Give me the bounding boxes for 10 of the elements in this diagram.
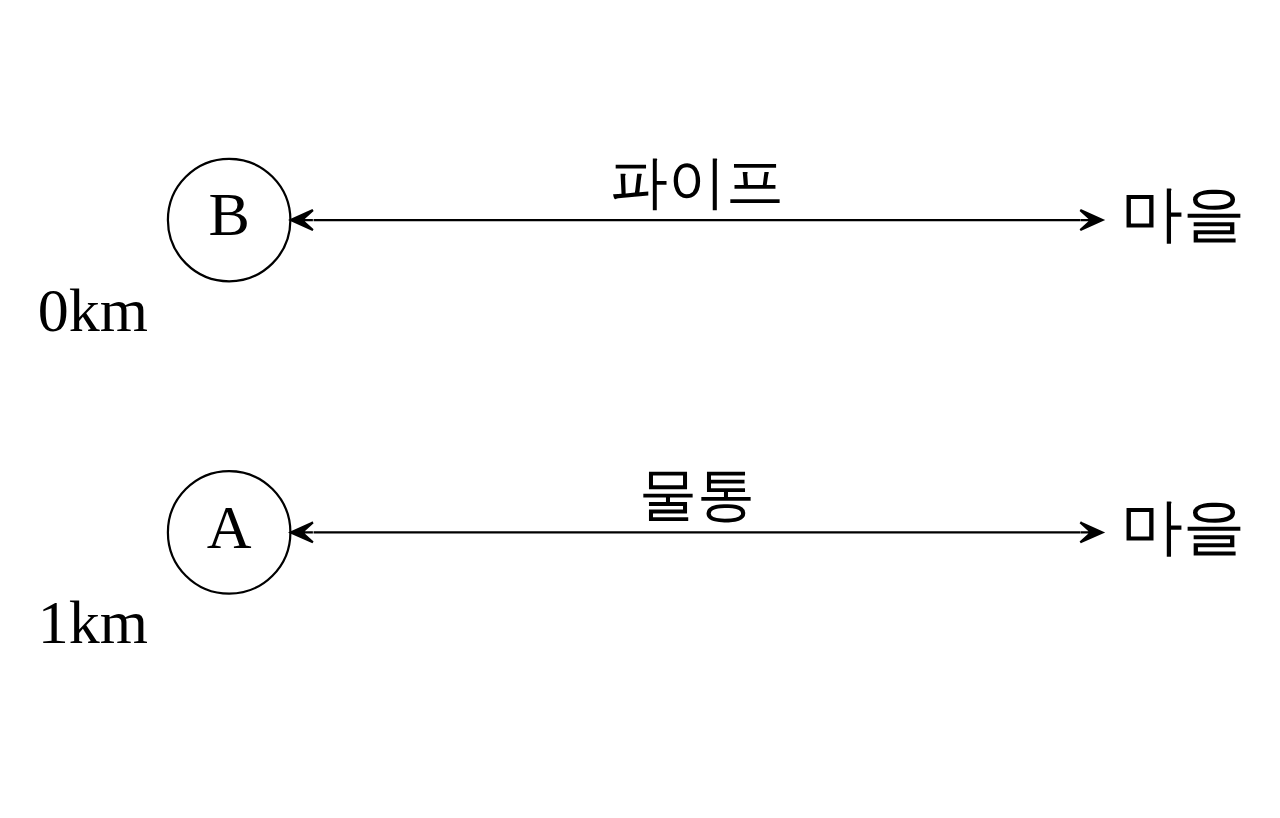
arrow: [289, 521, 1104, 544]
node-label: 0km: [37, 275, 148, 344]
arrow: [289, 209, 1104, 232]
edge-label: 파이프: [609, 148, 784, 216]
node-text: 마을: [1120, 489, 1245, 563]
node-circle: B: [166, 157, 292, 283]
node-circle: A: [166, 470, 292, 595]
edge-label: 물통: [638, 461, 755, 529]
node-text: 마을: [1120, 177, 1245, 251]
node-label: 1km: [37, 588, 148, 657]
